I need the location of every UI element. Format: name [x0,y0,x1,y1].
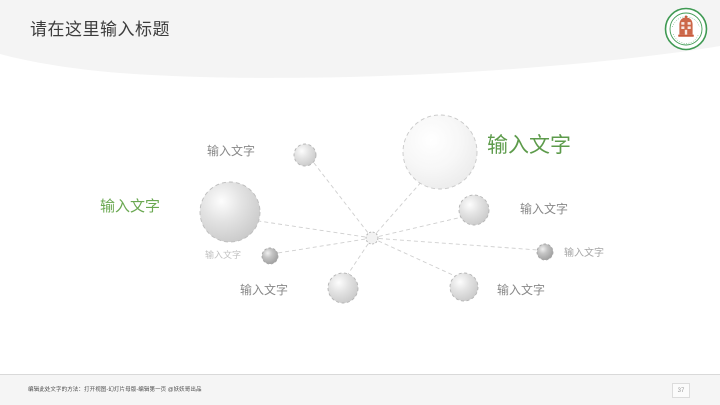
node-bottom-right [449,272,479,302]
footer-note: 编辑此处文字的方法：打开视图-幻灯片母版-编辑第一页 @妖妖哥出品 [28,387,202,393]
page-number: 37 [672,383,690,398]
center-hub [365,231,379,245]
label-bottom-right: 输入文字 [497,283,546,297]
node-big-right [402,114,478,190]
node-bottom-mid [327,272,359,304]
label-big-right: 输入文字 [487,134,571,157]
label-top-left: 输入文字 [207,144,256,158]
footer-band [0,375,720,405]
node-left-small [261,247,279,265]
node-right-mid [458,194,490,226]
label-right-far: 输入文字 [564,248,604,259]
node-right-far [536,243,554,261]
connector-lines [251,162,539,277]
label-bottom-mid: 输入文字 [240,283,289,297]
label-left-small: 输入文字 [205,250,242,260]
label-big-left: 输入文字 [100,198,161,215]
label-right-mid: 输入文字 [520,202,569,216]
footer-divider [0,374,720,375]
radial-diagram [0,60,720,360]
university-seal-logo [664,7,708,51]
node-big-left [199,181,261,243]
node-top-left [293,143,317,167]
page-title: 请在这里输入标题 [30,20,170,39]
